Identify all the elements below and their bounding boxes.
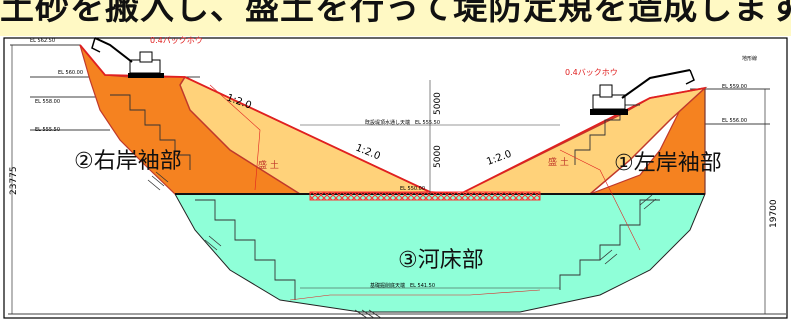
ground-hatch-marks	[147, 171, 657, 319]
stairs-right-lower	[559, 199, 660, 290]
fill-left-label: 盛 土	[258, 159, 279, 171]
backhoe-left-label: 0.4バックホウ	[150, 36, 203, 45]
stairs-left-lower	[195, 199, 296, 300]
right-bank-label: ①左岸袖部	[614, 151, 722, 176]
left-bank-label: ②右岸袖部	[74, 149, 182, 174]
title-text: 土砂を搬入し、盛土を行って堤防定規を造成します。	[0, 0, 791, 28]
stairs-left-upper	[110, 94, 191, 170]
el-556-label: EL 556.00	[722, 118, 747, 124]
dim-5000-top: 5000	[433, 92, 443, 115]
backhoe-left-icon	[91, 37, 164, 78]
backhoe-right-icon	[590, 69, 695, 115]
title-band: 土砂を搬入し、盛土を行って堤防定規を造成します。	[0, 0, 791, 36]
drawing-border	[3, 37, 788, 319]
el-558-label: EL 558.00	[35, 99, 60, 105]
dim-5000-bottom: 5000	[433, 145, 443, 168]
foundation-label: 基礎掘削底天端 EL 541.50	[370, 282, 435, 289]
fill-right-label: 盛 土	[548, 156, 569, 168]
center-line-label: 既設堤頂水通し天端 EL 555.50	[365, 119, 440, 126]
backhoe-right-label: 0.4バックホウ	[565, 68, 618, 77]
guide-line-right	[559, 149, 641, 251]
el-5555-label: EL 555.50	[35, 127, 60, 133]
guide-line-bottom	[289, 289, 541, 301]
terrain-label: 地形線	[742, 55, 757, 62]
riverbed-area	[174, 193, 706, 313]
dim-19700: 19700	[769, 199, 779, 228]
dim-23775: 23775	[9, 166, 19, 195]
crosshatch-strip	[309, 191, 541, 201]
guide-line-left	[209, 84, 261, 191]
el-5625-label: EL 562.50	[30, 38, 55, 44]
slope-label-right: 1:2.0	[485, 149, 513, 168]
el-559-label: EL 559.00	[722, 84, 747, 90]
riverbed-label: ③河床部	[398, 248, 484, 273]
el-560-label: EL 560.00	[58, 70, 83, 76]
el-550-label: EL 550.00	[400, 186, 425, 192]
